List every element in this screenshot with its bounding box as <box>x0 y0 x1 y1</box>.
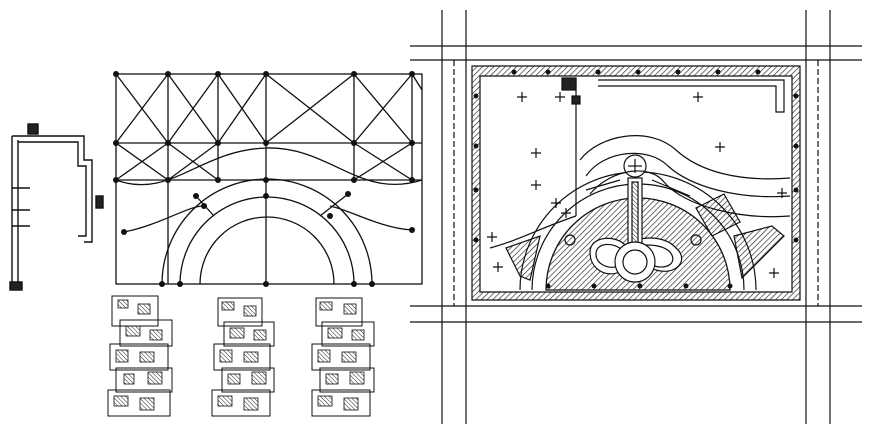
site-landscape-layout-plan <box>410 10 862 424</box>
building-plan-thumbnail-1 <box>107 295 173 417</box>
elevation-detail-section <box>9 123 104 291</box>
building-plan-thumbnail-2 <box>211 297 275 417</box>
building-plan-thumbnail-3 <box>311 297 375 417</box>
ceiling-framing-grid-plan <box>113 71 423 287</box>
